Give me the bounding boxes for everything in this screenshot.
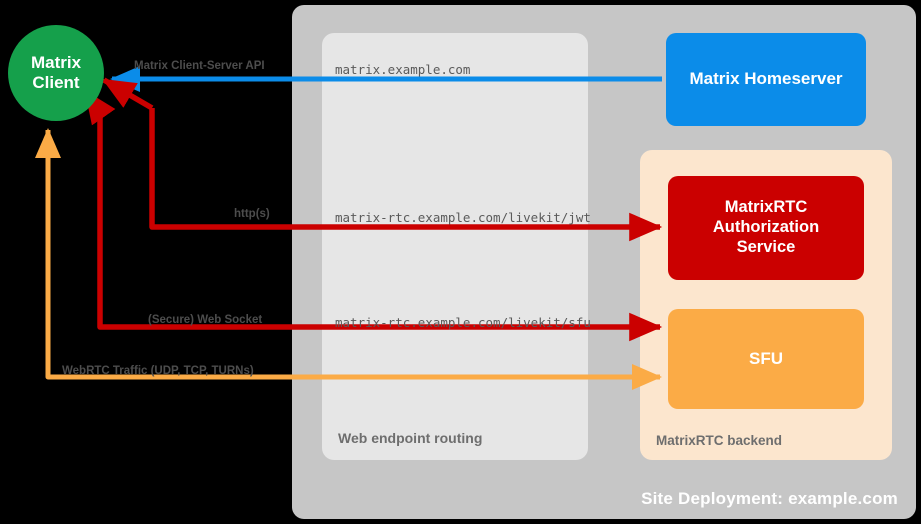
edge-label-web-socket: (Secure) Web Socket (148, 314, 263, 326)
web-endpoint-routing-label: Web endpoint routing (338, 430, 483, 446)
client-label-line1: Matrix (30, 52, 82, 72)
client-label-line2: Client (32, 73, 80, 92)
web-endpoint-routing-panel: Web endpoint routing (322, 33, 588, 460)
node-matrix-homeserver[interactable]: Matrix Homeserver (666, 33, 866, 126)
auth-service-label: MatrixRTC Authorization Service (713, 198, 819, 257)
edge-label-matrix-client-server-api: Matrix Client-Server API (134, 60, 265, 72)
node-matrix-client[interactable]: Matrix Client (8, 25, 104, 121)
wire-https-return-arrowhead (102, 77, 154, 111)
node-sfu[interactable]: SFU (668, 309, 864, 409)
auth-label-line2: Authorization (712, 218, 820, 237)
matrixrtc-backend-label: MatrixRTC backend (656, 433, 783, 448)
homeserver-label: Matrix Homeserver (689, 69, 843, 89)
edge-label-https: http(s) (234, 208, 270, 220)
node-matrixrtc-authorization-service[interactable]: MatrixRTC Authorization Service (668, 176, 864, 280)
endpoint-url-matrix: matrix.example.com (335, 62, 471, 77)
edge-label-webrtc-traffic: WebRTC Traffic (UDP, TCP, TURNs) (62, 365, 254, 377)
site-deployment-label: Site Deployment: example.com (641, 489, 898, 508)
auth-label-line3: Service (736, 237, 796, 256)
endpoint-url-livekit-sfu: matrix-rtc.example.com/livekit/sfu (335, 315, 591, 330)
sfu-label: SFU (749, 348, 783, 368)
auth-label-line1: MatrixRTC (724, 198, 808, 217)
endpoint-url-livekit-jwt: matrix-rtc.example.com/livekit/jwt (335, 210, 591, 225)
